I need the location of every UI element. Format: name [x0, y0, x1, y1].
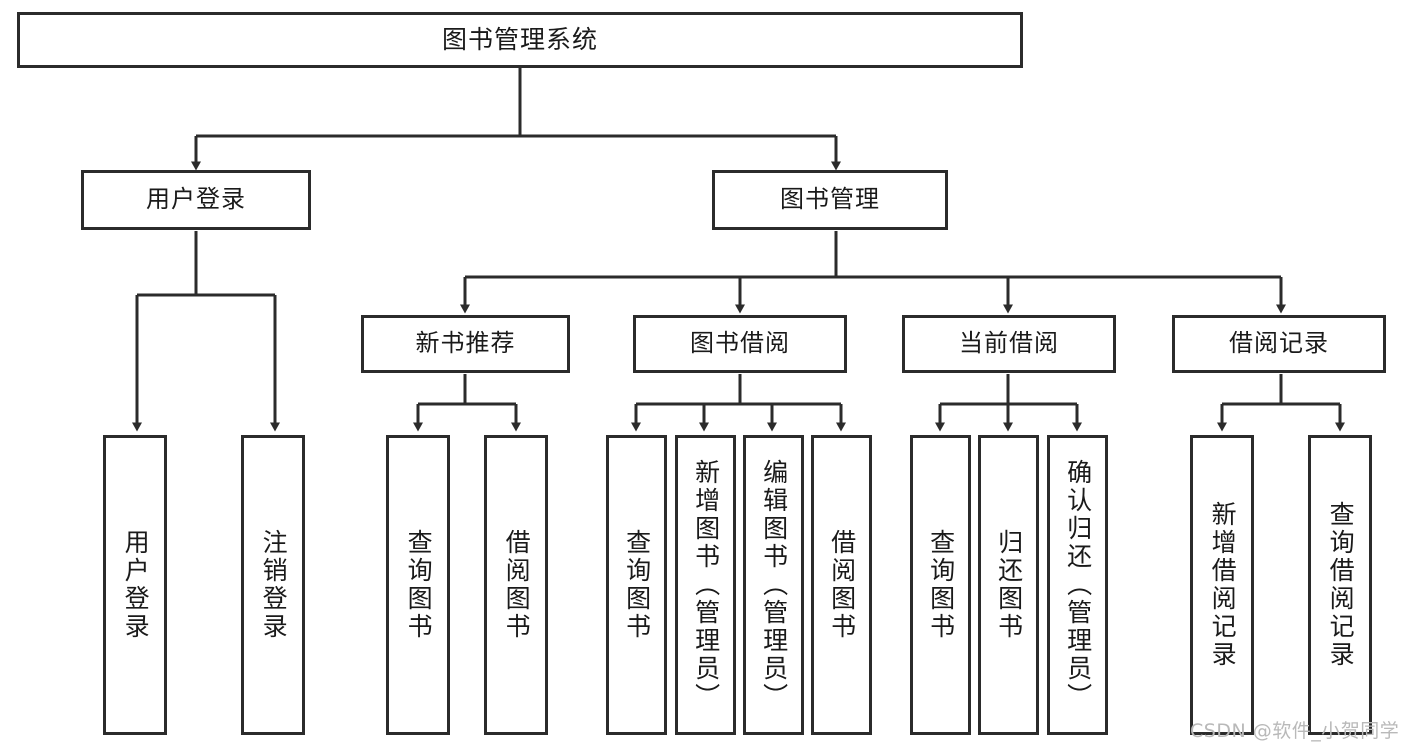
node-leaf-query-book-borrow[interactable]: 查询图书	[606, 435, 667, 735]
node-leaf-borrow-book-newbook[interactable]: 借阅图书	[484, 435, 548, 735]
node-leaf-return-book[interactable]: 归还图书	[978, 435, 1039, 735]
node-current-borrowing[interactable]: 当前借阅	[902, 315, 1116, 373]
node-leaf-add-borrow-record-label: 新增借阅记录	[1208, 501, 1238, 669]
node-leaf-confirm-return-admin-label: 确认归还（管理员）	[1063, 459, 1093, 711]
node-leaf-add-book-admin-label: 新增图书（管理员）	[691, 459, 721, 711]
node-book-management[interactable]: 图书管理	[712, 170, 948, 230]
node-user-login[interactable]: 用户登录	[81, 170, 311, 230]
node-leaf-query-borrow-record[interactable]: 查询借阅记录	[1308, 435, 1372, 735]
node-leaf-edit-book-admin-label: 编辑图书（管理员）	[759, 459, 789, 711]
node-leaf-user-login[interactable]: 用户登录	[103, 435, 167, 735]
node-leaf-borrow-book-borrow[interactable]: 借阅图书	[811, 435, 872, 735]
node-leaf-add-book-admin[interactable]: 新增图书（管理员）	[675, 435, 736, 735]
node-current-borrowing-label: 当前借阅	[959, 329, 1059, 358]
node-book-management-label: 图书管理	[780, 185, 880, 214]
node-leaf-return-book-label: 归还图书	[994, 529, 1024, 641]
node-book-borrowing-label: 图书借阅	[690, 329, 790, 358]
node-book-borrowing[interactable]: 图书借阅	[633, 315, 847, 373]
node-leaf-query-book-newbook[interactable]: 查询图书	[386, 435, 450, 735]
node-leaf-logout-label: 注销登录	[259, 529, 289, 641]
node-leaf-query-book-current[interactable]: 查询图书	[910, 435, 971, 735]
node-leaf-user-login-label: 用户登录	[121, 529, 151, 641]
node-leaf-query-book-current-label: 查询图书	[926, 529, 956, 641]
node-leaf-query-borrow-record-label: 查询借阅记录	[1326, 501, 1356, 669]
node-leaf-query-book-newbook-label: 查询图书	[404, 529, 434, 641]
node-root-library-system[interactable]: 图书管理系统	[17, 12, 1023, 68]
node-new-book-recommendation-label: 新书推荐	[415, 329, 516, 358]
node-new-book-recommendation[interactable]: 新书推荐	[361, 315, 570, 373]
node-root-label: 图书管理系统	[441, 24, 598, 54]
node-leaf-edit-book-admin[interactable]: 编辑图书（管理员）	[743, 435, 804, 735]
node-leaf-query-book-borrow-label: 查询图书	[622, 529, 652, 641]
node-leaf-borrow-book-newbook-label: 借阅图书	[502, 529, 532, 641]
node-borrowing-record[interactable]: 借阅记录	[1172, 315, 1386, 373]
node-user-login-label: 用户登录	[146, 185, 246, 214]
node-leaf-logout[interactable]: 注销登录	[241, 435, 305, 735]
node-leaf-confirm-return-admin[interactable]: 确认归还（管理员）	[1047, 435, 1108, 735]
node-leaf-borrow-book-borrow-label: 借阅图书	[827, 529, 857, 641]
node-borrowing-record-label: 借阅记录	[1229, 329, 1329, 358]
node-leaf-add-borrow-record[interactable]: 新增借阅记录	[1190, 435, 1254, 735]
